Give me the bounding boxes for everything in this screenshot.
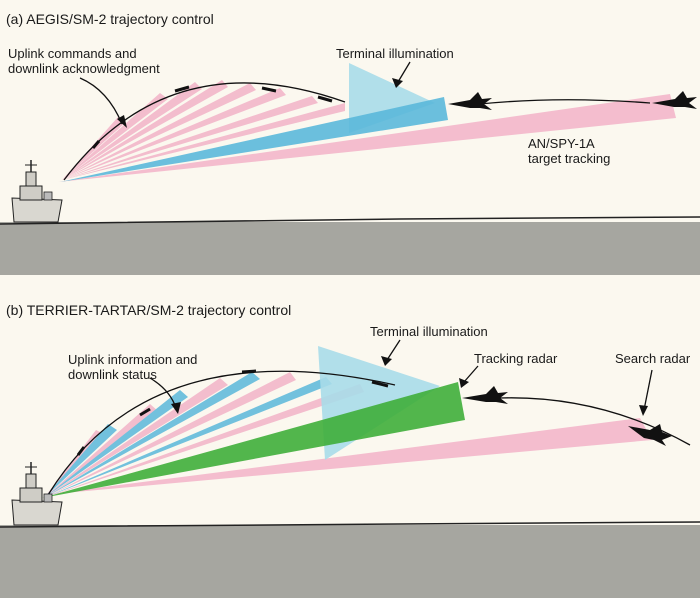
missile-marker xyxy=(261,86,277,93)
target-aircraft-near xyxy=(448,92,492,110)
uplink-beam xyxy=(62,93,168,180)
uplink-beam xyxy=(62,103,345,180)
uplink-label-b-line2: downlink status xyxy=(68,367,157,382)
uplink-beam xyxy=(44,377,332,498)
ship-a xyxy=(11,160,63,223)
uplink-beam xyxy=(62,82,202,180)
target-aircraft-near-b xyxy=(462,386,508,404)
uplink-beam xyxy=(44,372,260,498)
uplink-beam xyxy=(62,80,228,180)
arrowhead xyxy=(639,405,648,416)
spy-label-line2: target tracking xyxy=(528,151,611,166)
search-radar-beam xyxy=(42,418,652,495)
uplink-beam xyxy=(44,390,188,498)
uplink-beams-b xyxy=(44,372,364,498)
spy-label-line1: AN/SPY-1A xyxy=(528,136,595,151)
missile-marker xyxy=(139,407,151,417)
ship-b xyxy=(11,462,63,526)
uplink-label-b-line1: Uplink information and xyxy=(68,352,198,367)
missile-marker xyxy=(76,446,86,456)
spy-tracking-beam xyxy=(58,94,676,182)
panel-b xyxy=(0,339,700,598)
terminal-label-b: Terminal illumination xyxy=(370,324,488,339)
target-aircraft-far-b xyxy=(628,424,672,446)
arrowhead xyxy=(459,378,469,388)
missile-marker xyxy=(174,85,190,93)
panel-a xyxy=(0,61,700,275)
uplink-beam xyxy=(62,83,256,180)
target-path-b xyxy=(499,397,691,446)
target-path-a xyxy=(479,99,651,105)
arrowhead xyxy=(171,402,181,414)
search-label-b: Search radar xyxy=(615,351,691,366)
horizon-line-b xyxy=(0,521,700,528)
uplink-beam xyxy=(44,424,117,498)
uplink-beam xyxy=(62,88,286,180)
uplink-beams-a xyxy=(62,80,345,180)
target-aircraft-far xyxy=(652,91,697,109)
terminal-label-a: Terminal illumination xyxy=(336,46,454,61)
sea-b xyxy=(0,525,700,598)
uplink-beam xyxy=(44,372,296,498)
arrowhead xyxy=(381,356,392,366)
missile-marker xyxy=(317,95,333,103)
search-arrow-b xyxy=(643,369,653,411)
arrowhead xyxy=(392,78,403,88)
uplink-beam xyxy=(62,96,318,180)
tracking-radar-beam xyxy=(42,382,465,498)
uplink-label-a-line2: downlink acknowledgment xyxy=(8,61,160,76)
uplink-beam xyxy=(44,404,158,498)
terminal-arrow-a xyxy=(397,61,411,83)
uplink-beam xyxy=(44,384,364,498)
tracking-arrow-b xyxy=(463,365,479,383)
uplink-arrow-a xyxy=(79,77,123,125)
panel-b-title: (b) TERRIER-TARTAR/SM-2 trajectory contr… xyxy=(6,302,292,318)
terminal-arrow-b xyxy=(386,339,401,361)
arrowhead xyxy=(117,115,127,128)
horizon-line-a xyxy=(0,216,700,225)
missile-marker xyxy=(371,380,389,388)
tracking-label-b: Tracking radar xyxy=(474,351,558,366)
panel-a-title: (a) AEGIS/SM-2 trajectory control xyxy=(6,11,214,27)
sea-a xyxy=(0,222,700,275)
missile-marker xyxy=(91,140,101,149)
illumination-beam xyxy=(60,97,448,182)
missile-marker xyxy=(241,369,257,374)
uplink-label-a-line1: Uplink commands and xyxy=(8,46,137,61)
uplink-beam xyxy=(44,378,228,498)
